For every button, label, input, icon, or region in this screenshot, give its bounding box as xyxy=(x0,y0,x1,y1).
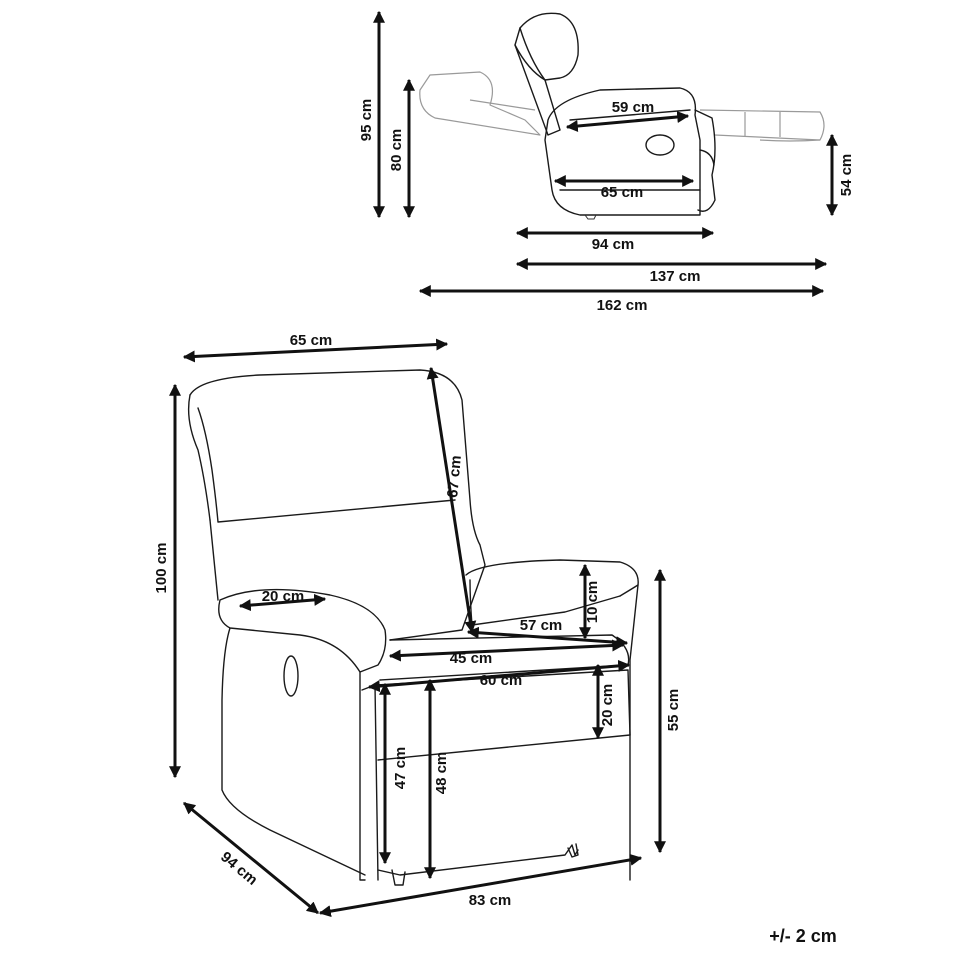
label-front-backrest-67: 67 cm xyxy=(444,455,465,499)
label-side-depth-137: 137 cm xyxy=(650,268,701,285)
label-front-seat-height-47: 47 cm xyxy=(392,747,409,790)
dim-line-front-seat-width-45 xyxy=(388,639,625,662)
label-side-depth-162: 162 cm xyxy=(597,297,648,314)
dim-line-front-seat-width-60 xyxy=(367,659,631,693)
label-front-height-100: 100 cm xyxy=(153,543,170,594)
dim-line-front-backrest-67 xyxy=(426,366,477,634)
label-front-armrest-20: 20 cm xyxy=(262,588,305,605)
label-side-depth-94: 94 cm xyxy=(592,236,635,253)
label-side-height-80: 80 cm xyxy=(388,129,405,172)
label-front-width-65: 65 cm xyxy=(290,332,333,349)
label-front-seat-width-60: 60 cm xyxy=(480,672,523,689)
label-side-base-65: 65 cm xyxy=(601,184,644,201)
dim-line-front-width-83 xyxy=(318,853,643,918)
tolerance-note: +/- 2 cm xyxy=(769,926,837,946)
label-front-arm-to-seat-20: 20 cm xyxy=(599,684,616,727)
dim-line-front-depth-94 xyxy=(183,801,319,915)
dim-line-front-width-65 xyxy=(182,338,449,363)
label-front-arm-height-55: 55 cm xyxy=(665,689,682,732)
dim-line-front-armrest-20 xyxy=(238,593,327,612)
label-front-seat-width-45: 45 cm xyxy=(450,650,493,667)
label-front-depth-94: 94 cm xyxy=(217,848,261,888)
label-side-height-95: 95 cm xyxy=(358,99,375,142)
label-front-seat-height-48: 48 cm xyxy=(433,752,450,795)
dim-line-side-seat-59 xyxy=(565,111,690,132)
label-front-armrest-height-10: 10 cm xyxy=(584,581,601,624)
label-side-footrest-54: 54 cm xyxy=(838,154,855,197)
label-front-seat-depth-57: 57 cm xyxy=(520,617,563,634)
label-front-width-83: 83 cm xyxy=(469,892,512,909)
label-side-seat-59: 59 cm xyxy=(612,99,655,116)
front-view-drawing xyxy=(187,369,639,886)
